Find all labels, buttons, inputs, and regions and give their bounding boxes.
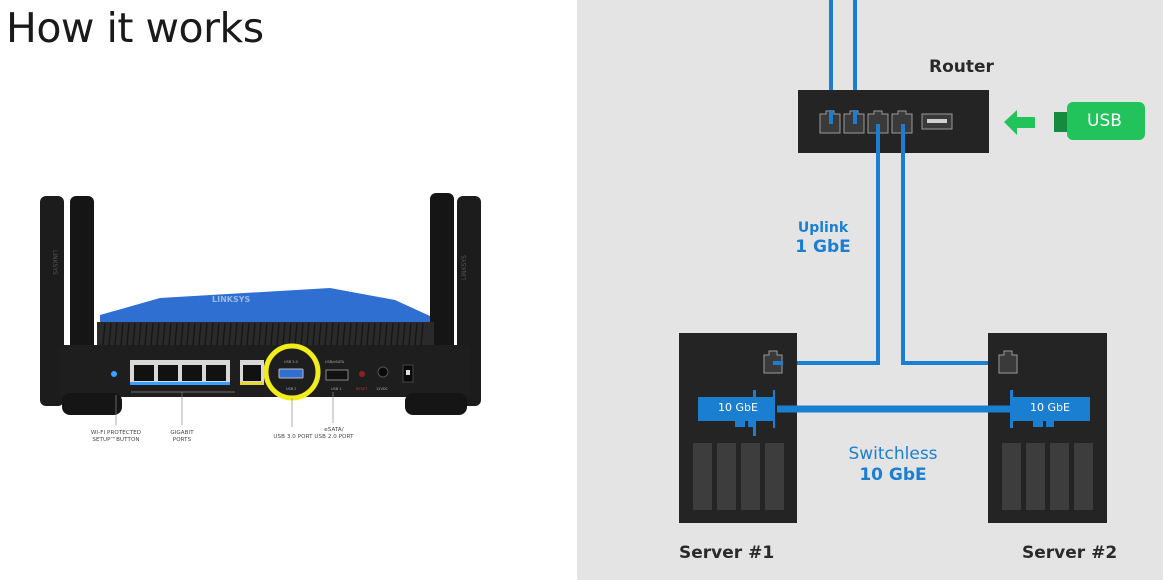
internet-port xyxy=(240,360,264,385)
uplink-cable-server1 xyxy=(783,124,880,365)
usb3-port-icon xyxy=(278,368,304,379)
network-diagram-panel: Router USB Uplink 1 GbE 10 GbE 10 GbE Sw… xyxy=(577,0,1163,580)
slide-title: How it works xyxy=(6,4,264,52)
router-usb-port xyxy=(921,113,953,130)
callout-usb3-port: USB 3.0 PORT xyxy=(273,434,313,440)
power-label: 12VDC xyxy=(376,387,389,391)
server1-nic-card xyxy=(698,390,775,436)
uplink-cable-server2 xyxy=(901,124,1008,365)
usb1-port-label: USB 1 xyxy=(331,387,342,391)
wps-button-icon xyxy=(111,371,117,377)
router-foot-left xyxy=(62,393,122,415)
power-jack-icon xyxy=(377,366,389,378)
svg-text:LINKSYS: LINKSYS xyxy=(461,255,468,280)
router-top-cover xyxy=(100,288,430,322)
esata-port-icon xyxy=(325,369,349,381)
reset-label: RESET xyxy=(356,387,368,391)
antenna-left-outer: LINKSYS xyxy=(40,196,64,406)
usb-stick-label: USB xyxy=(1087,111,1122,131)
server1-drive-bays xyxy=(693,443,784,510)
router-label: Router xyxy=(929,57,994,77)
switchless-label: Switchless 10 GbE xyxy=(848,444,938,485)
server2-ethernet-port-icon xyxy=(998,350,1018,374)
usb-stick-connector xyxy=(1054,112,1068,132)
server1-nic-label: 10 GbE xyxy=(718,401,758,414)
router-ethernet-ports xyxy=(819,110,913,134)
callout-esata-port: eSATA/USB 2.0 PORT xyxy=(314,427,354,440)
server2-drive-bays xyxy=(1002,443,1093,510)
router-photo: LINKSYS LINKSYS LINKSYS xyxy=(40,193,481,427)
esata-port-label: USB/eSATA xyxy=(325,360,345,364)
server2-label: Server #2 xyxy=(1022,543,1118,563)
usb3-port-label: USB 3.0 xyxy=(284,360,298,364)
insert-arrow-icon xyxy=(1004,110,1035,135)
brand-logo: LINKSYS xyxy=(212,295,251,304)
router-foot-right xyxy=(405,393,467,415)
reset-button-icon xyxy=(359,371,365,377)
usb2-port-label: USB 2 xyxy=(286,387,297,391)
gigabit-ports xyxy=(130,360,230,385)
server2-nic-card xyxy=(1010,390,1090,428)
server1-label: Server #1 xyxy=(679,543,775,563)
left-panel: How it works LINKSYS LINKSYS LINKSYS xyxy=(0,0,577,580)
usb-stick xyxy=(1067,102,1145,140)
svg-text:LINKSYS: LINKSYS xyxy=(51,250,58,275)
server2-nic-label: 10 GbE xyxy=(1030,401,1070,414)
uplink-label: Uplink 1 GbE xyxy=(795,220,851,257)
network-diagram xyxy=(679,0,1145,523)
